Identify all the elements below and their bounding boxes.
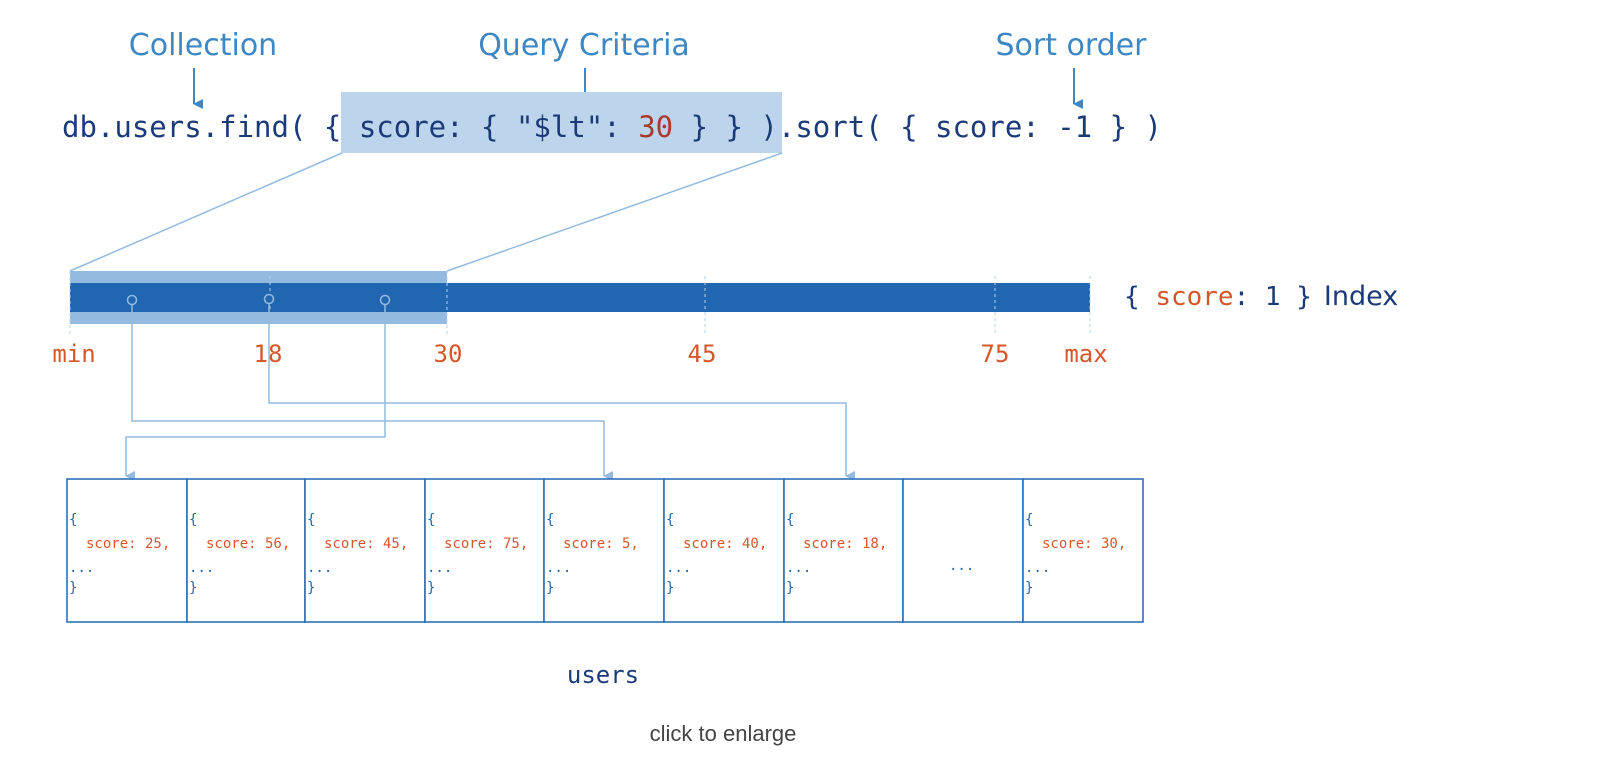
document-open-brace: { <box>546 512 554 528</box>
index-entry-18 <box>263 293 275 305</box>
document-box <box>304 478 426 623</box>
tick-30: 30 <box>434 340 463 368</box>
click-to-enlarge-link[interactable]: click to enlarge <box>649 721 797 746</box>
query-code: db.users.find( { score: { "$lt": 30 } } … <box>62 110 1162 144</box>
document-open-brace: { <box>427 512 435 528</box>
document-more: ... <box>307 560 332 576</box>
document-close-brace: } <box>69 580 77 596</box>
document-score: score: 40, <box>683 536 767 552</box>
document-open-brace: { <box>666 512 674 528</box>
document-more: ... <box>546 560 571 576</box>
zoom-line-right <box>446 152 783 272</box>
document-box <box>783 478 904 623</box>
document-close-brace: } <box>546 580 554 596</box>
document-open-brace: { <box>189 512 197 528</box>
tick-45: 45 <box>688 340 717 368</box>
document-close-brace: } <box>1025 580 1033 596</box>
document-close-brace: } <box>666 580 674 596</box>
query-criteria-label: Query Criteria <box>478 28 690 63</box>
document-open-brace: { <box>786 512 794 528</box>
tick-max: max <box>1064 340 1107 368</box>
document-score: score: 25, <box>86 536 170 552</box>
document-open-brace: { <box>307 512 315 528</box>
document-open-brace: { <box>1025 512 1033 528</box>
document-box <box>1022 478 1144 623</box>
index-label: { score: 1 }Index <box>1124 281 1398 312</box>
collection-name: users <box>567 661 639 689</box>
document-box <box>66 478 188 623</box>
document-more: ... <box>666 560 691 576</box>
document-box <box>424 478 545 623</box>
document-score: score: 18, <box>803 536 887 552</box>
document-close-brace: } <box>786 580 794 596</box>
document-box <box>186 478 306 623</box>
tick-18: 18 <box>254 340 283 368</box>
collection-label: Collection <box>129 28 277 63</box>
document-more: ... <box>786 560 811 576</box>
sort-order-label: Sort order <box>995 28 1147 63</box>
document-more: ... <box>427 560 452 576</box>
document-ellipsis: ... <box>949 558 974 574</box>
document-box <box>543 478 665 623</box>
document-score: score: 75, <box>444 536 528 552</box>
criteria-highlight <box>341 92 782 153</box>
index-entry-5 <box>379 294 391 306</box>
document-score: score: 30, <box>1042 536 1126 552</box>
document-more: ... <box>1025 560 1050 576</box>
document-box <box>663 478 785 623</box>
document-more: ... <box>69 560 94 576</box>
document-open-brace: { <box>69 512 77 528</box>
zoom-line-left <box>69 152 343 272</box>
document-close-brace: } <box>427 580 435 596</box>
document-score: score: 56, <box>206 536 290 552</box>
tick-75: 75 <box>981 340 1010 368</box>
document-box <box>902 478 1024 623</box>
index-bar <box>70 283 1090 312</box>
document-close-brace: } <box>307 580 315 596</box>
document-score: score: 45, <box>324 536 408 552</box>
document-more: ... <box>189 560 214 576</box>
tick-min: min <box>52 340 95 368</box>
index-pointers <box>125 304 855 481</box>
users-collection: { score: 25,...} { score: 56,...} { score: 45… <box>66 478 1144 623</box>
document-close-brace: } <box>189 580 197 596</box>
document-score: score: 5, <box>563 536 639 552</box>
index-entry-25 <box>126 294 138 306</box>
